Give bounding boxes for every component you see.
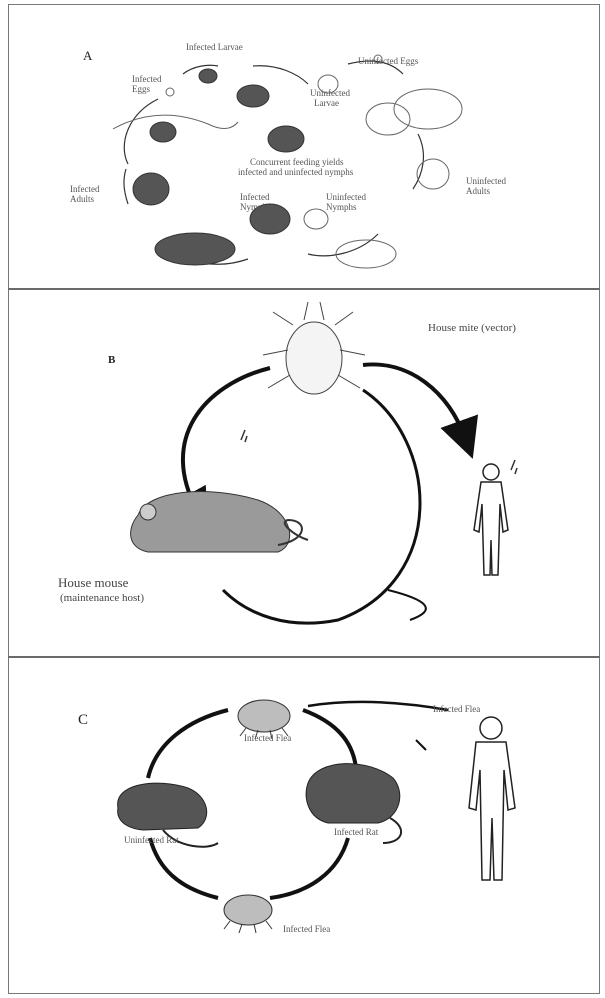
label-house-mouse: House mouse [58, 576, 128, 589]
arrow-outer-arc [388, 590, 426, 620]
label-infected-adults-line2: Adults [70, 194, 94, 204]
panel-a: A Infected Larvae Uninfected Eggs Infect… [8, 4, 600, 288]
arrow-flea-to-rat [303, 710, 356, 768]
label-infected-nymphs-line2: Nymphs [240, 202, 271, 212]
arrow-flea-to-human [308, 702, 448, 710]
label-infected-flea-right: Infected Flea [433, 704, 480, 714]
label-maintenance-host: (maintenance host) [60, 592, 144, 605]
label-infected-larvae: Infected Larvae [186, 42, 243, 52]
panel-b-letter: B [108, 354, 115, 366]
infected-egg-mite [150, 122, 176, 142]
label-uninfected-larvae-line2: Larvae [314, 98, 339, 108]
panel-c-letter: C [78, 712, 88, 729]
label-uninfected-eggs: Uninfected Eggs [358, 56, 418, 66]
infected-larva-mite [199, 69, 217, 83]
bite-mark-human [511, 460, 517, 474]
human-silhouette-icon-c [469, 717, 515, 880]
arrow-rat-to-flea [270, 838, 348, 898]
panel-c-illustration [8, 658, 600, 994]
label-infected-rat: Infected Rat [334, 827, 378, 837]
human-silhouette-icon [474, 464, 508, 575]
uninfected-nymph-mite [304, 209, 328, 229]
panel-c: C Infected Flea Infected Flea Infected R… [8, 658, 600, 994]
uninfected-adult-mite [417, 159, 449, 189]
label-uninfected-adults-line1: Uninfected [466, 176, 506, 186]
arrow-adults-up [124, 169, 128, 204]
infected-larva-cluster [237, 85, 269, 107]
arrow-flea-to-human-head [416, 740, 426, 750]
panel-a-letter: A [83, 48, 92, 64]
label-infected-adults-line1: Infected [70, 184, 99, 194]
infected-adult-mite [133, 173, 169, 205]
rodent-host-right-2 [366, 103, 410, 135]
label-uninfected-rat: Uninfected Rat [124, 835, 179, 845]
infected-egg [166, 88, 174, 96]
panel-a-illustration [8, 4, 600, 288]
cofeeding-mites [268, 126, 304, 152]
label-infected-flea-top: Infected Flea [244, 733, 291, 743]
label-infected-nymphs-line1: Infected [240, 192, 269, 202]
mite-vector-icon [263, 302, 365, 394]
label-cofeeding-line1: Concurrent feeding yields [250, 157, 343, 167]
arrow-uninfected-rat-to-flea [148, 710, 228, 778]
label-uninfected-larvae-line1: Uninfected [310, 88, 350, 98]
flea-icon-bottom [224, 895, 272, 933]
bite-mark-mouse [241, 430, 247, 442]
arrow-larvae-to-host [253, 66, 308, 84]
rodent-host-right [394, 89, 462, 129]
label-uninfected-nymphs-line2: Nymphs [326, 202, 357, 212]
label-uninfected-adults-line2: Adults [466, 186, 490, 196]
panel-b: B House mite (vector) House mouse (maint… [8, 290, 600, 656]
label-cofeeding-line2: infected and uninfected nymphs [238, 167, 353, 177]
house-mouse-icon [131, 492, 308, 552]
rodent-host-bottom [155, 233, 235, 265]
label-uninfected-nymphs-line1: Uninfected [326, 192, 366, 202]
label-house-mite-vector: House mite (vector) [428, 322, 516, 335]
label-infected-eggs-line2: Eggs [132, 84, 150, 94]
label-infected-eggs-line1: Infected [132, 74, 161, 84]
label-infected-flea-bottom: Infected Flea [283, 924, 330, 934]
arrow-mite-to-mouse [183, 368, 270, 512]
